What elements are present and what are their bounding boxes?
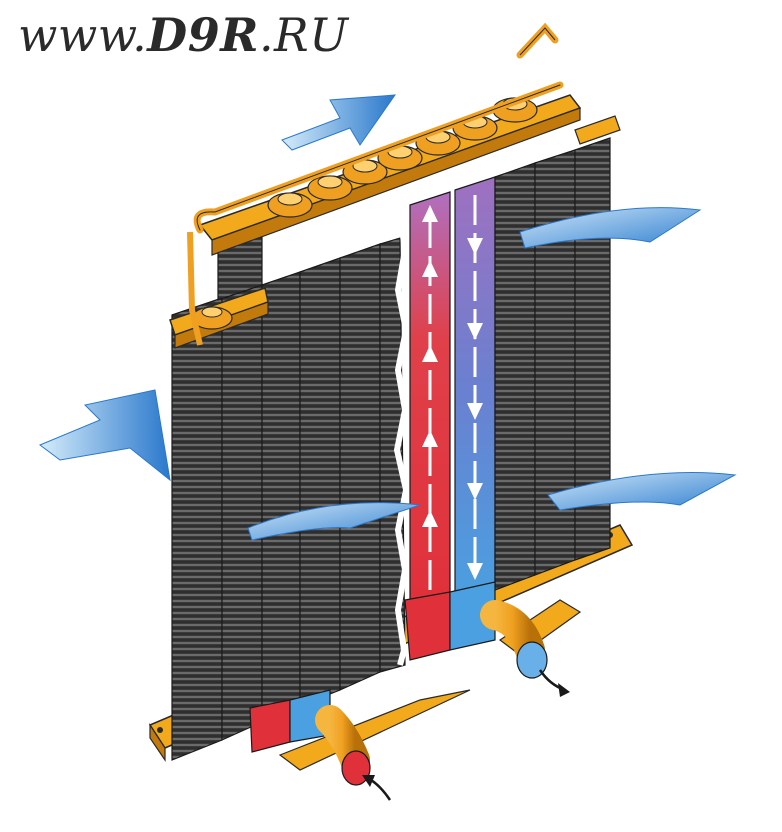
air-outflow-arrow-icon: [39, 94, 397, 482]
watermark-brand: D9R: [147, 8, 259, 62]
air-inflow-arrow-icon: [247, 207, 737, 541]
hot-tube-cutaway: [409, 191, 451, 613]
right-core-block: [494, 137, 611, 591]
coolant-hoses: [315, 600, 548, 786]
vent-pipes: [187, 22, 564, 346]
watermark-prefix: www.: [18, 8, 148, 62]
cutaway-edge: [393, 214, 410, 666]
left-core-block: [171, 225, 406, 761]
site-watermark: www.D9R.RU: [18, 8, 348, 62]
coolant-outlet-arrow-icon: [538, 669, 570, 697]
cold-tube-cutaway: [454, 176, 496, 601]
coolant-inlet-arrow-icon: [362, 775, 392, 801]
watermark-suffix: .RU: [258, 8, 349, 62]
